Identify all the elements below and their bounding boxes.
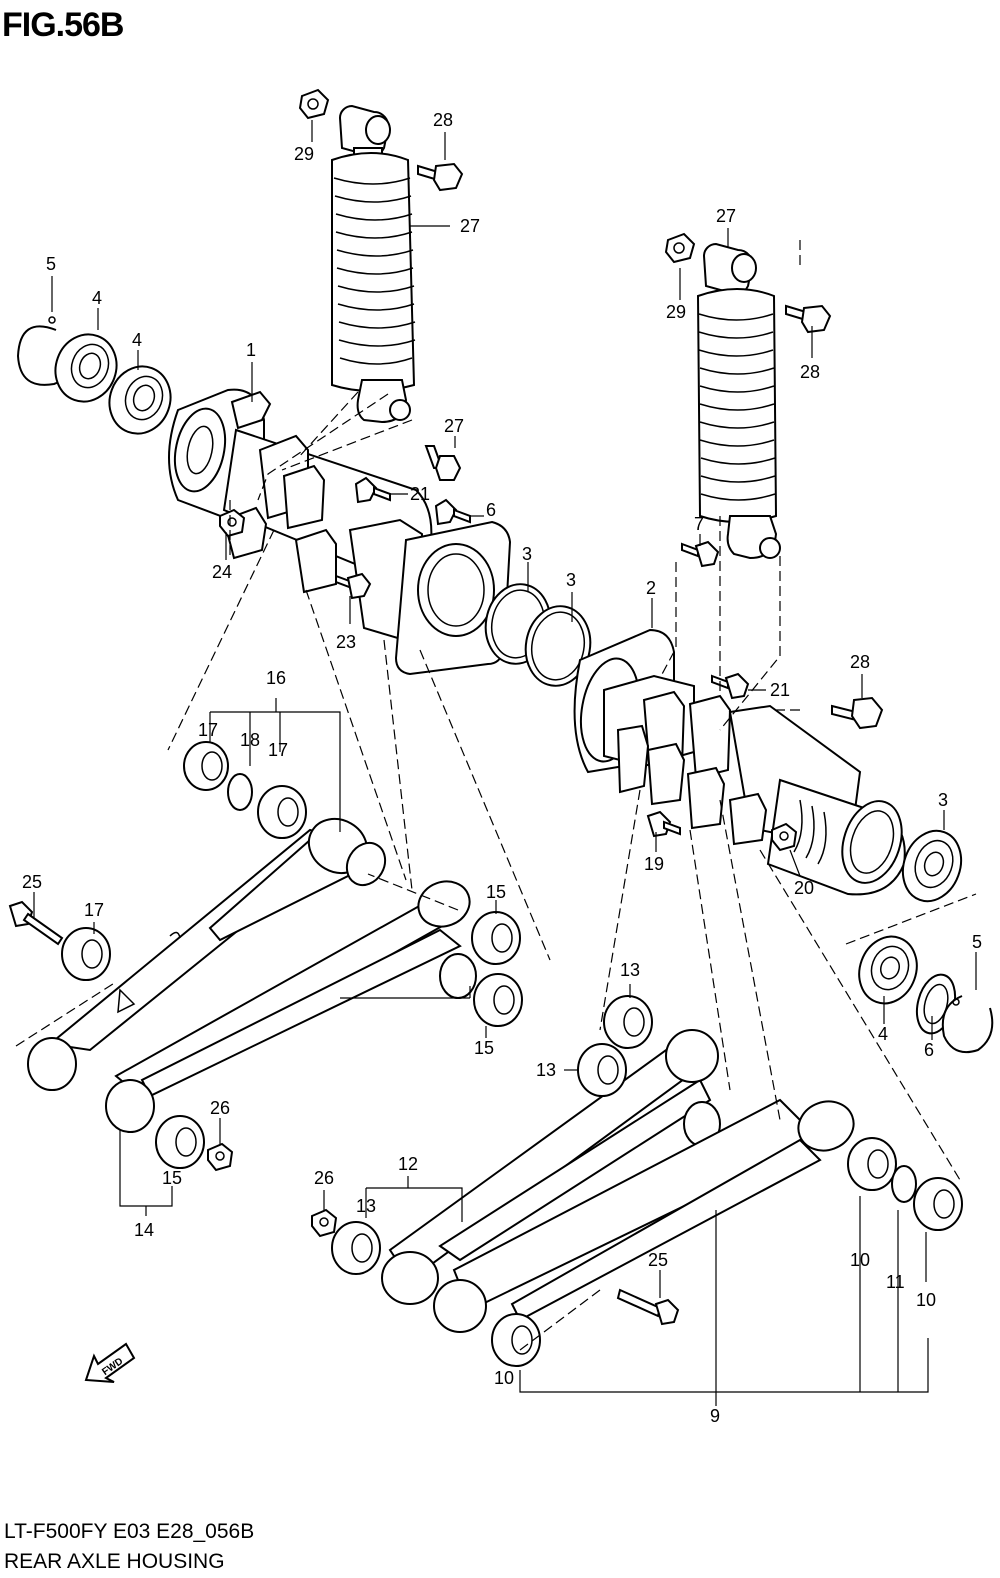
callout: 27 [460, 216, 480, 236]
callout: 13 [536, 1060, 556, 1080]
right-arm-bushings [331, 995, 963, 1367]
nut-20-right [771, 822, 798, 852]
left-bearing-4a [54, 333, 118, 403]
gasket-3b [524, 605, 592, 687]
callout: 15 [474, 1038, 494, 1058]
right-bearing-3 [901, 829, 963, 903]
callout: 16 [266, 668, 286, 688]
callout: 3 [522, 544, 532, 564]
left-arm-bushings [61, 741, 523, 1169]
callout: 11 [886, 1272, 905, 1292]
callout: 4 [132, 330, 142, 350]
callout: 15 [486, 882, 506, 902]
callout: 21 [770, 680, 790, 700]
callout: 28 [433, 110, 453, 130]
bolt-25-left [8, 900, 64, 946]
callout: 25 [648, 1250, 668, 1270]
callout: 6 [924, 1040, 934, 1060]
callout-labels: 29 28 27 27 29 28 5 4 4 1 27 21 6 24 23 … [22, 110, 982, 1426]
callout: 17 [268, 740, 288, 760]
callout: 29 [294, 144, 314, 164]
right-upper-arm-12 [381, 1029, 721, 1305]
callout: 5 [46, 254, 56, 274]
callout: 26 [210, 1098, 230, 1118]
callout: 13 [620, 960, 640, 980]
bolt-27-left-housing [424, 445, 462, 481]
assembly-guide-lines [15, 240, 977, 1351]
bolt-6-left [434, 498, 471, 526]
callout: 17 [84, 900, 104, 920]
callout: 29 [666, 302, 686, 322]
callout: 2 [646, 578, 656, 598]
callout: 10 [916, 1290, 936, 1310]
right-bearing-4 [858, 935, 918, 1005]
callout: 14 [134, 1220, 154, 1240]
left-shock-bolt-28 [417, 162, 464, 192]
right-shock-nut-29 [664, 232, 696, 264]
forward-direction-icon: FWD [84, 1342, 136, 1383]
nut-26-left [207, 1142, 234, 1172]
callout: 20 [794, 878, 814, 898]
callout: 28 [850, 652, 870, 672]
figure-title: FIG.56B [2, 6, 124, 44]
callout: 10 [494, 1368, 514, 1388]
callout: 21 [410, 484, 430, 504]
nut-26-right [311, 1208, 338, 1238]
model-code: LT-F500FY E03 E28_056B [4, 1520, 255, 1543]
callout: 7 [694, 514, 704, 534]
callout: 13 [356, 1196, 376, 1216]
callout: 3 [938, 790, 948, 810]
bolt-25-right [616, 1288, 680, 1326]
assembly-name: REAR AXLE HOUSING [4, 1550, 225, 1573]
right-shock-absorber [696, 242, 781, 560]
left-upper-arm-16 [27, 817, 387, 1091]
callout: 27 [716, 206, 736, 226]
callout: 6 [486, 500, 496, 520]
left-shock-nut-29 [298, 88, 330, 120]
callout: 18 [240, 730, 260, 750]
callout: 28 [800, 362, 820, 382]
right-shock-bolt-28 [785, 304, 832, 334]
bolt-7-right [681, 540, 720, 568]
callout: 17 [198, 720, 218, 740]
left-shock-absorber [331, 104, 416, 424]
nut-24-left [219, 508, 246, 538]
callout: 23 [336, 632, 356, 652]
callout: 15 [162, 1168, 182, 1188]
right-lower-arm-9 [433, 1098, 855, 1333]
bolt-23-left [335, 572, 372, 600]
callout: 25 [22, 872, 42, 892]
callout: 27 [444, 416, 464, 436]
callout: 12 [398, 1154, 418, 1174]
callout: 4 [878, 1024, 888, 1044]
callout: 4 [92, 288, 102, 308]
left-lower-arm-14 [105, 880, 477, 1133]
left-axle-housing-1 [168, 388, 512, 676]
callout: 9 [710, 1406, 720, 1426]
bolt-21-left [354, 476, 391, 504]
leader-lines [33, 120, 977, 1406]
callout: 1 [246, 340, 256, 360]
callout: 10 [850, 1250, 870, 1270]
callout: 24 [212, 562, 232, 582]
bolt-19-right [646, 810, 681, 838]
callout: 5 [972, 932, 982, 952]
right-circlip-5 [941, 995, 994, 1054]
bolt-28-right-housing [831, 696, 884, 730]
bolt-21-right [711, 672, 750, 700]
left-bearing-4b [108, 365, 172, 435]
callout: 26 [314, 1168, 334, 1188]
callout: 19 [644, 854, 664, 874]
callout: 3 [566, 570, 576, 590]
right-axle-housing-2 [573, 628, 906, 896]
